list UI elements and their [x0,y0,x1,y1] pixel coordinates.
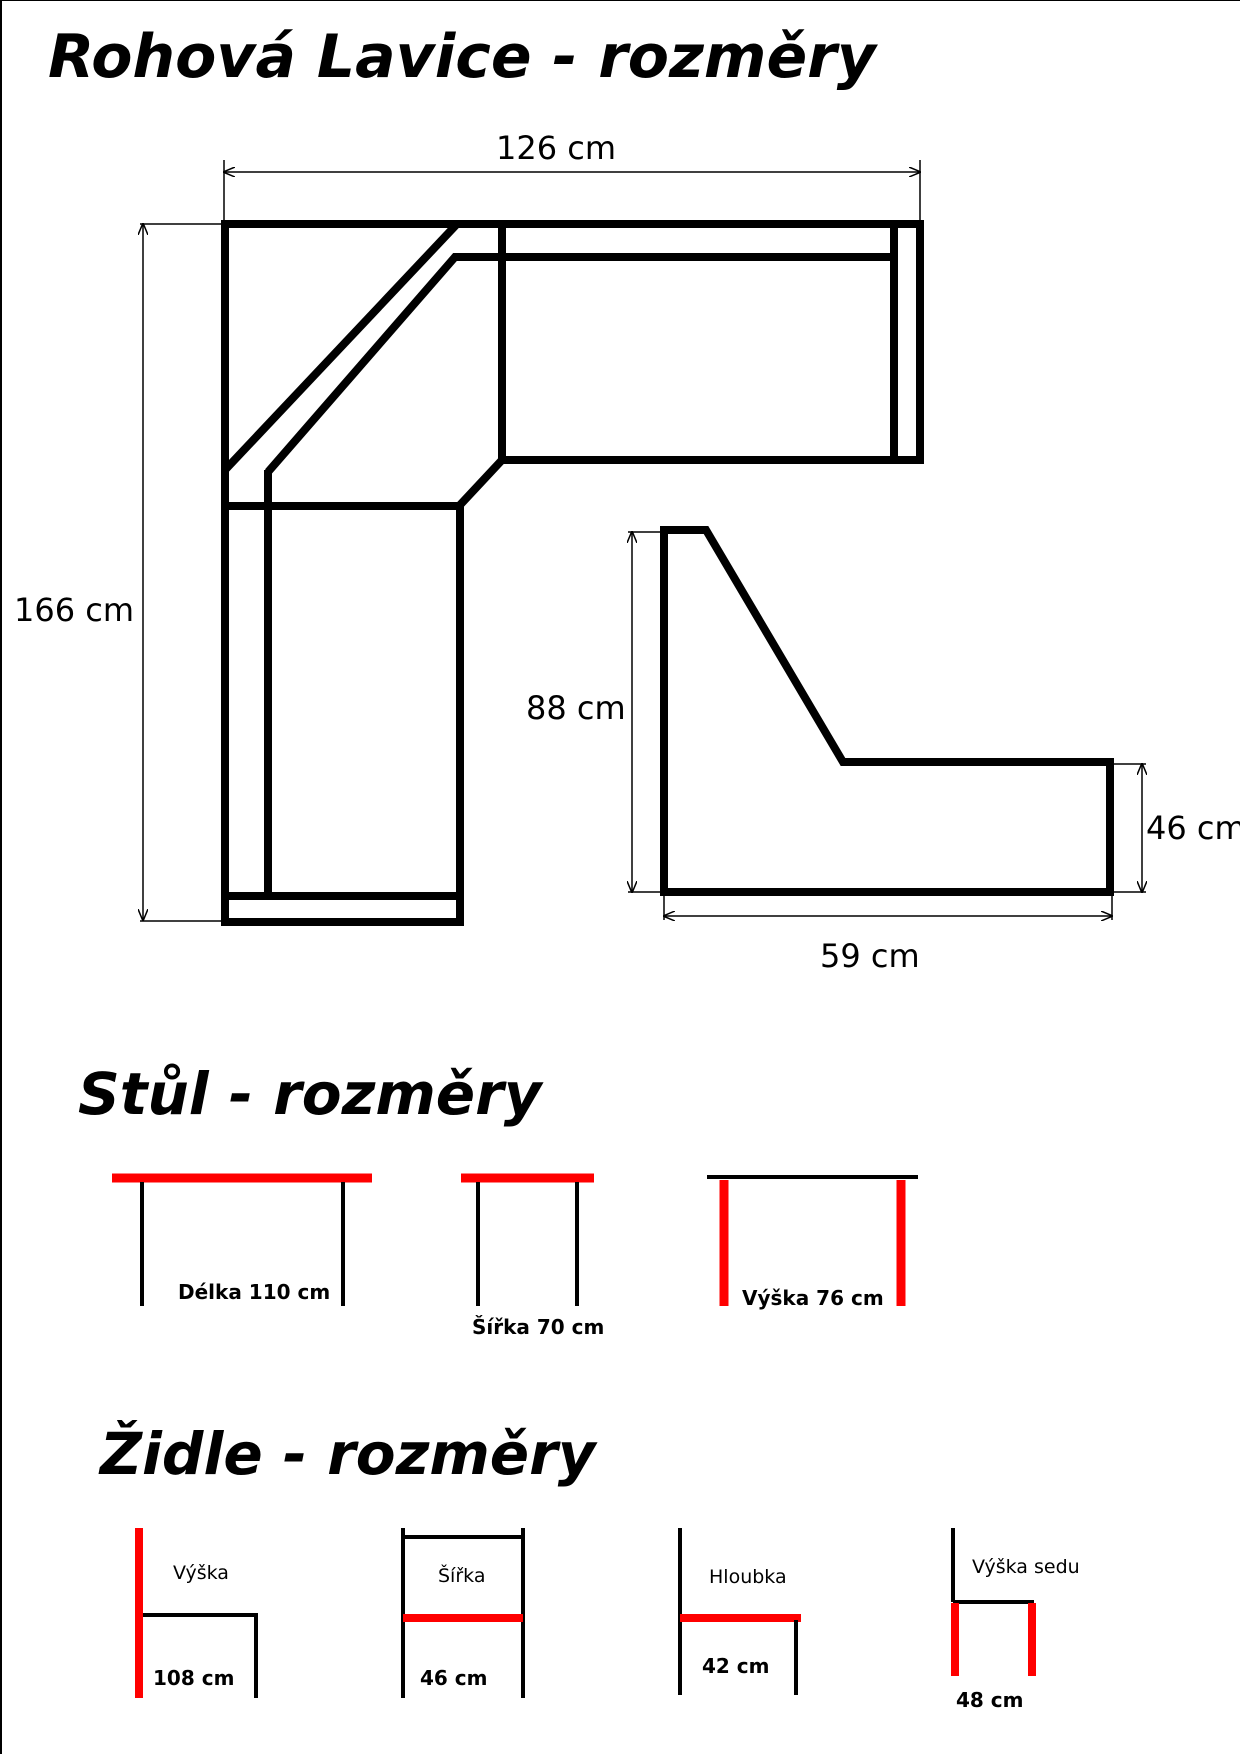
bench-corner-back-outer [222,221,460,473]
bench-side-dimensions [628,532,1146,920]
bench-side-height-label: 88 cm [526,689,626,727]
chair-width-name: Šířka [438,1565,486,1587]
chair-height-name: Výška [173,1562,229,1584]
bench-seat-height-label: 46 cm [1146,809,1240,847]
bench-depth-label: 59 cm [820,937,920,975]
table-height-icon [707,1175,918,1306]
table-height-label: Výška 76 cm [742,1286,884,1310]
chair-depth-value: 42 cm [702,1654,770,1678]
table-width-label: Šířka 70 cm [472,1315,605,1339]
chair-depth-icon [678,1528,801,1695]
table-length-label: Délka 110 cm [178,1280,331,1304]
chair-seat-height-icon [951,1528,1036,1676]
chair-height-icon [135,1528,258,1698]
chair-width-value: 46 cm [420,1666,488,1690]
chair-depth-name: Hloubka [709,1566,787,1588]
bench-outline [221,220,924,926]
bench-side-profile [660,526,1114,896]
bench-section-title: Rohová Lavice - rozměry [48,22,876,92]
chair-height-value: 108 cm [153,1666,235,1690]
bench-width-label: 126 cm [496,129,617,167]
bench-height-label: 166 cm [14,591,135,629]
chair-section-title: Židle - rozměry [100,1420,596,1488]
bench-top-view [221,220,924,926]
bench-corner-back-inner [264,253,502,475]
chair-seat-height-name: Výška sedu [972,1556,1080,1578]
table-width-icon [461,1173,594,1306]
table-section-title: Stůl - rozměry [78,1060,542,1128]
bench-dimensions [140,160,920,922]
chair-width-icon [401,1528,525,1698]
chair-seat-height-value: 48 cm [956,1688,1024,1712]
table-length-icon [112,1173,372,1306]
